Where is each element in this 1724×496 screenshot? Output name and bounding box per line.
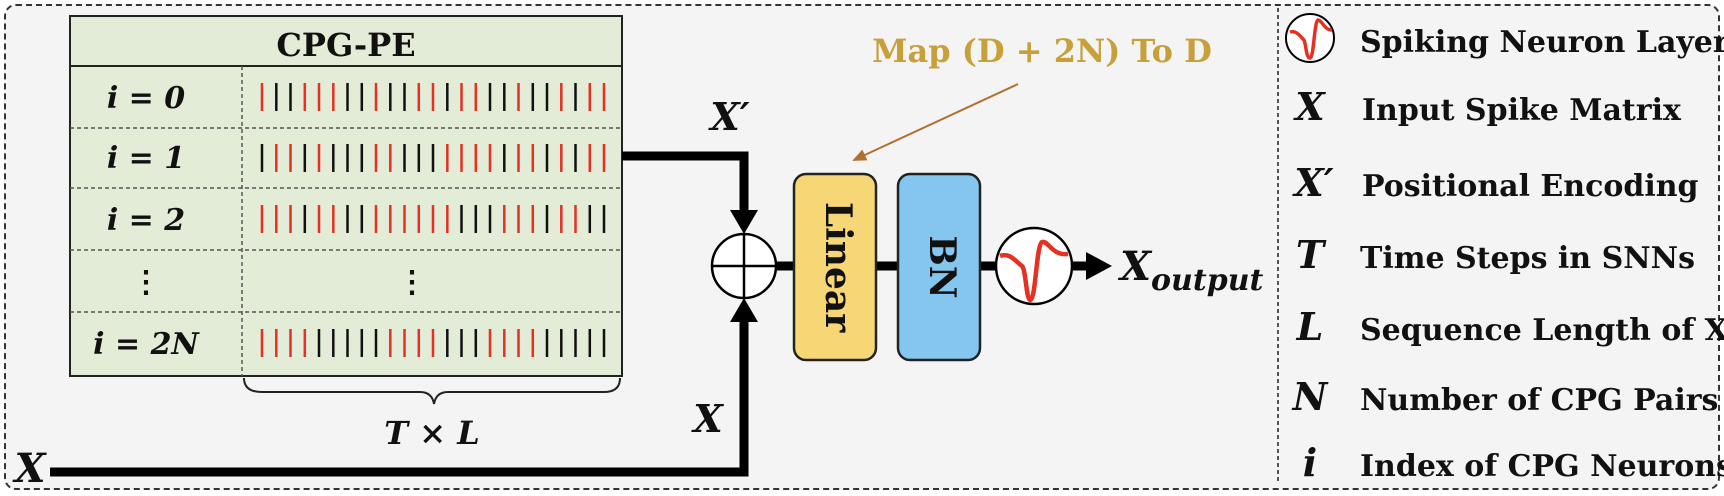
- row-label-2n: i = 2N: [93, 327, 200, 362]
- x-input-label: X: [11, 445, 47, 492]
- table-background: [69, 15, 623, 377]
- brace: [243, 377, 621, 405]
- legend-symbol-3: T: [1296, 232, 1327, 277]
- legend-text-5: Number of CPG Pairs: [1360, 383, 1718, 418]
- x-prime-label: X′: [708, 94, 750, 139]
- spike-ellipsis: ⋮: [397, 265, 427, 300]
- legend-text-2: Positional Encoding: [1362, 169, 1699, 204]
- legend-text-0: Spiking Neuron Layer: [1360, 25, 1724, 60]
- linear-label: Linear: [817, 202, 859, 333]
- x-prime-arrowhead: [730, 210, 758, 234]
- output-arrowhead: [1086, 252, 1112, 280]
- x-input-arrowhead: [730, 298, 758, 322]
- row-label-1: i = 1: [107, 141, 185, 176]
- map-annotation: Map (D + 2N) To D: [872, 32, 1212, 70]
- legend: Spiking Neuron Layer X Input Spike Matri…: [1285, 13, 1724, 485]
- legend-text-6: Index of CPG Neurons: [1360, 449, 1724, 484]
- bn-label: BN: [921, 235, 963, 298]
- output-label: Xoutput: [1117, 243, 1264, 298]
- spiking-neuron-icon: [994, 226, 1074, 306]
- table-title: CPG-PE: [276, 26, 415, 64]
- legend-symbol-5: N: [1292, 374, 1329, 419]
- cpg-pe-table: CPG-PE i = 0 i = 1 i = 2 ⋮ i = 2N ⋮: [69, 15, 623, 377]
- legend-symbol-1: X: [1293, 84, 1326, 129]
- adder-icon: [710, 232, 778, 300]
- linear-block: [792, 172, 878, 362]
- brace-label: T × L: [384, 414, 479, 452]
- legend-text-3: Time Steps in SNNs: [1360, 241, 1695, 276]
- legend-text-1: Input Spike Matrix: [1362, 93, 1682, 128]
- row-label-0: i = 0: [107, 81, 185, 116]
- legend-symbol-2: X′: [1292, 160, 1334, 205]
- x-prime-line: [622, 151, 749, 214]
- bn-block: [896, 172, 982, 362]
- legend-symbol-6: i: [1303, 440, 1317, 485]
- legend-text-4: Sequence Length of X: [1360, 313, 1724, 348]
- legend-symbol-4: L: [1296, 304, 1324, 349]
- x-vertical-label: X: [691, 396, 724, 441]
- x-input-line: [50, 318, 749, 477]
- annotation-arrow: [852, 83, 1019, 161]
- row-label-ellipsis: ⋮: [131, 265, 161, 300]
- legend-spike-icon: [1285, 13, 1335, 63]
- spike-trains: [260, 83, 606, 357]
- row-label-2: i = 2: [107, 203, 185, 238]
